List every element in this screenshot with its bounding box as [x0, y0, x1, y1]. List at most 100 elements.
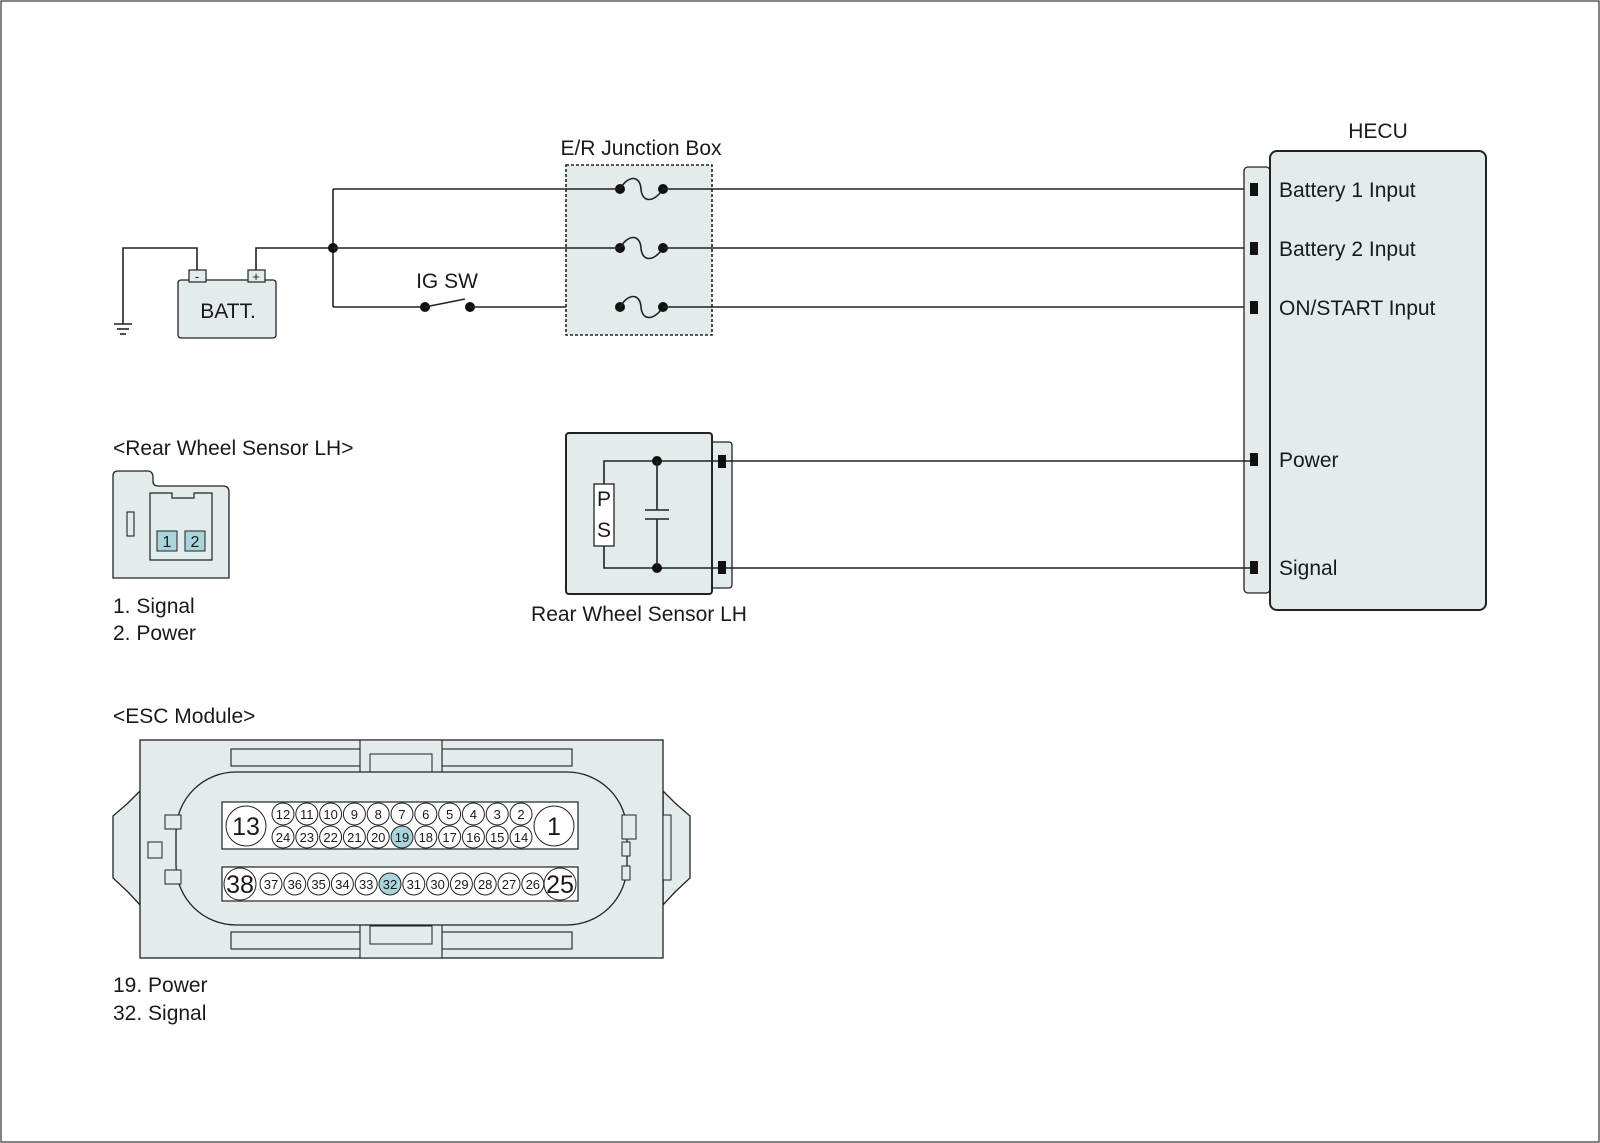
- esc-pin-16-circle: [461, 825, 485, 849]
- hecu-connector-strip: [1243, 166, 1271, 594]
- hecu-terminal-3: [1250, 301, 1258, 314]
- esc-pin-24: 24: [276, 830, 290, 845]
- hecu-label: HECU: [1348, 120, 1408, 143]
- sensor-label: Rear Wheel Sensor LH: [531, 603, 747, 626]
- esc-pin-9-circle: [342, 802, 366, 826]
- esc-pin-25: 25: [546, 871, 574, 899]
- esc-pin-17: 17: [442, 830, 456, 845]
- esc-pin-2-circle: [509, 802, 533, 826]
- sensor-body: [565, 432, 713, 595]
- esc-pin-34: 34: [335, 877, 349, 892]
- esc-pin-35: 35: [311, 877, 325, 892]
- esc-pin-15: 15: [490, 830, 504, 845]
- capacitor-icon: [645, 461, 669, 568]
- esc-pin-28-circle: [473, 872, 497, 896]
- esc-pin-22-circle: [319, 825, 343, 849]
- hecu-pin-on-start: ON/START Input: [1279, 297, 1436, 320]
- hecu-pin-signal: Signal: [1279, 557, 1337, 580]
- rear-wheel-pin-2-box: [184, 530, 206, 552]
- esc-pin-1: 1: [547, 813, 561, 841]
- esc-pin-4-circle: [461, 802, 485, 826]
- junction-box: E/R Junction Box: [560, 137, 722, 336]
- battery-body: [177, 279, 277, 339]
- esc-pin-5-circle: [438, 802, 462, 826]
- rear-wheel-sensor: P S Rear Wheel Sensor LH: [531, 432, 747, 626]
- esc-pin-35-circle: [307, 872, 331, 896]
- esc-pin-20-circle: [366, 825, 390, 849]
- battery-neg-label: -: [195, 269, 199, 284]
- esc-pin-32: 32: [383, 877, 397, 892]
- esc-pin-5: 5: [446, 807, 453, 822]
- rear-wheel-connector-title: <Rear Wheel Sensor LH>: [113, 437, 353, 460]
- esc-pin-4: 4: [470, 807, 477, 822]
- rear-wheel-pin-1-box: [156, 530, 178, 552]
- esc-pin-2: 2: [517, 807, 524, 822]
- hecu-terminal-2: [1250, 242, 1258, 255]
- esc-pin-29-circle: [449, 872, 473, 896]
- rear-wheel-legend-1: 1. Signal: [113, 595, 195, 618]
- hecu-pin-power: Power: [1279, 449, 1339, 472]
- esc-pin-19-circle: [390, 825, 414, 849]
- esc-pin-14-circle: [509, 825, 533, 849]
- esc-pin-9: 9: [351, 807, 358, 822]
- esc-pin-23: 23: [300, 830, 314, 845]
- battery-pos-label: +: [252, 269, 260, 284]
- esc-pin-26: 26: [526, 877, 540, 892]
- rear-wheel-connector-side-tab: [126, 511, 135, 537]
- esc-pin-8-circle: [366, 802, 390, 826]
- esc-pin-18-circle: [414, 825, 438, 849]
- esc-pin-27: 27: [502, 877, 516, 892]
- esc-pin-6: 6: [422, 807, 429, 822]
- esc-pin-13: 13: [232, 813, 260, 841]
- esc-pin-37-circle: [259, 872, 283, 896]
- esc-pin-34-circle: [330, 872, 354, 896]
- hecu-pin-battery2: Battery 2 Input: [1279, 238, 1416, 261]
- esc-pin-3-circle: [485, 802, 509, 826]
- esc-pin-36: 36: [288, 877, 302, 892]
- esc-pin-11: 11: [300, 807, 314, 822]
- esc-pin-3: 3: [494, 807, 501, 822]
- sensor-p-label: P: [597, 488, 611, 511]
- battery-positive-wire: [255, 247, 333, 270]
- hecu: HECU Battery 1 Input Battery 2 Input ON/…: [1243, 120, 1487, 611]
- battery-label: BATT.: [200, 300, 256, 323]
- esc-pin-18: 18: [419, 830, 433, 845]
- esc-pin-32-circle: [378, 872, 402, 896]
- hecu-pin-battery1: Battery 1 Input: [1279, 179, 1416, 202]
- esc-pin-22: 22: [323, 830, 337, 845]
- esc-pin-12-circle: [271, 802, 295, 826]
- esc-pin-31-circle: [402, 872, 426, 896]
- esc-legend-2: 32. Signal: [113, 1002, 206, 1025]
- hecu-terminal-5: [1250, 561, 1258, 574]
- sensor-terminal-signal: [718, 561, 726, 574]
- esc-pin-10: 10: [323, 807, 337, 822]
- esc-module-title: <ESC Module>: [113, 705, 255, 728]
- esc-pin-36-circle: [283, 872, 307, 896]
- esc-pin-20: 20: [371, 830, 385, 845]
- esc-pin-30-circle: [426, 872, 450, 896]
- esc-pin-12: 12: [276, 807, 290, 822]
- esc-legend-1: 19. Power: [113, 974, 208, 997]
- esc-pin-29: 29: [454, 877, 468, 892]
- hecu-body: [1269, 150, 1487, 611]
- esc-pin-11-circle: [295, 802, 319, 826]
- esc-pin-37: 37: [264, 877, 278, 892]
- rear-wheel-pin-2: 2: [191, 534, 200, 551]
- rear-wheel-connector: <Rear Wheel Sensor LH> 1 2 1. Signal 2. …: [112, 437, 353, 645]
- hecu-terminal-1: [1250, 183, 1258, 196]
- hecu-terminal-4: [1250, 453, 1258, 466]
- sensor-s-label: S: [597, 519, 611, 542]
- esc-pin-23-circle: [295, 825, 319, 849]
- esc-pin-21: 21: [347, 830, 361, 845]
- esc-pin-16: 16: [466, 830, 480, 845]
- sensor-terminal-power: [718, 455, 726, 468]
- ig-switch-label: IG SW: [416, 270, 478, 293]
- esc-left-ear: [112, 789, 141, 907]
- esc-pin-17-circle: [438, 825, 462, 849]
- esc-pin-7: 7: [398, 807, 405, 822]
- esc-pin-38-circle: [223, 867, 257, 901]
- esc-pin-7-circle: [390, 802, 414, 826]
- ground-icon: [114, 247, 198, 335]
